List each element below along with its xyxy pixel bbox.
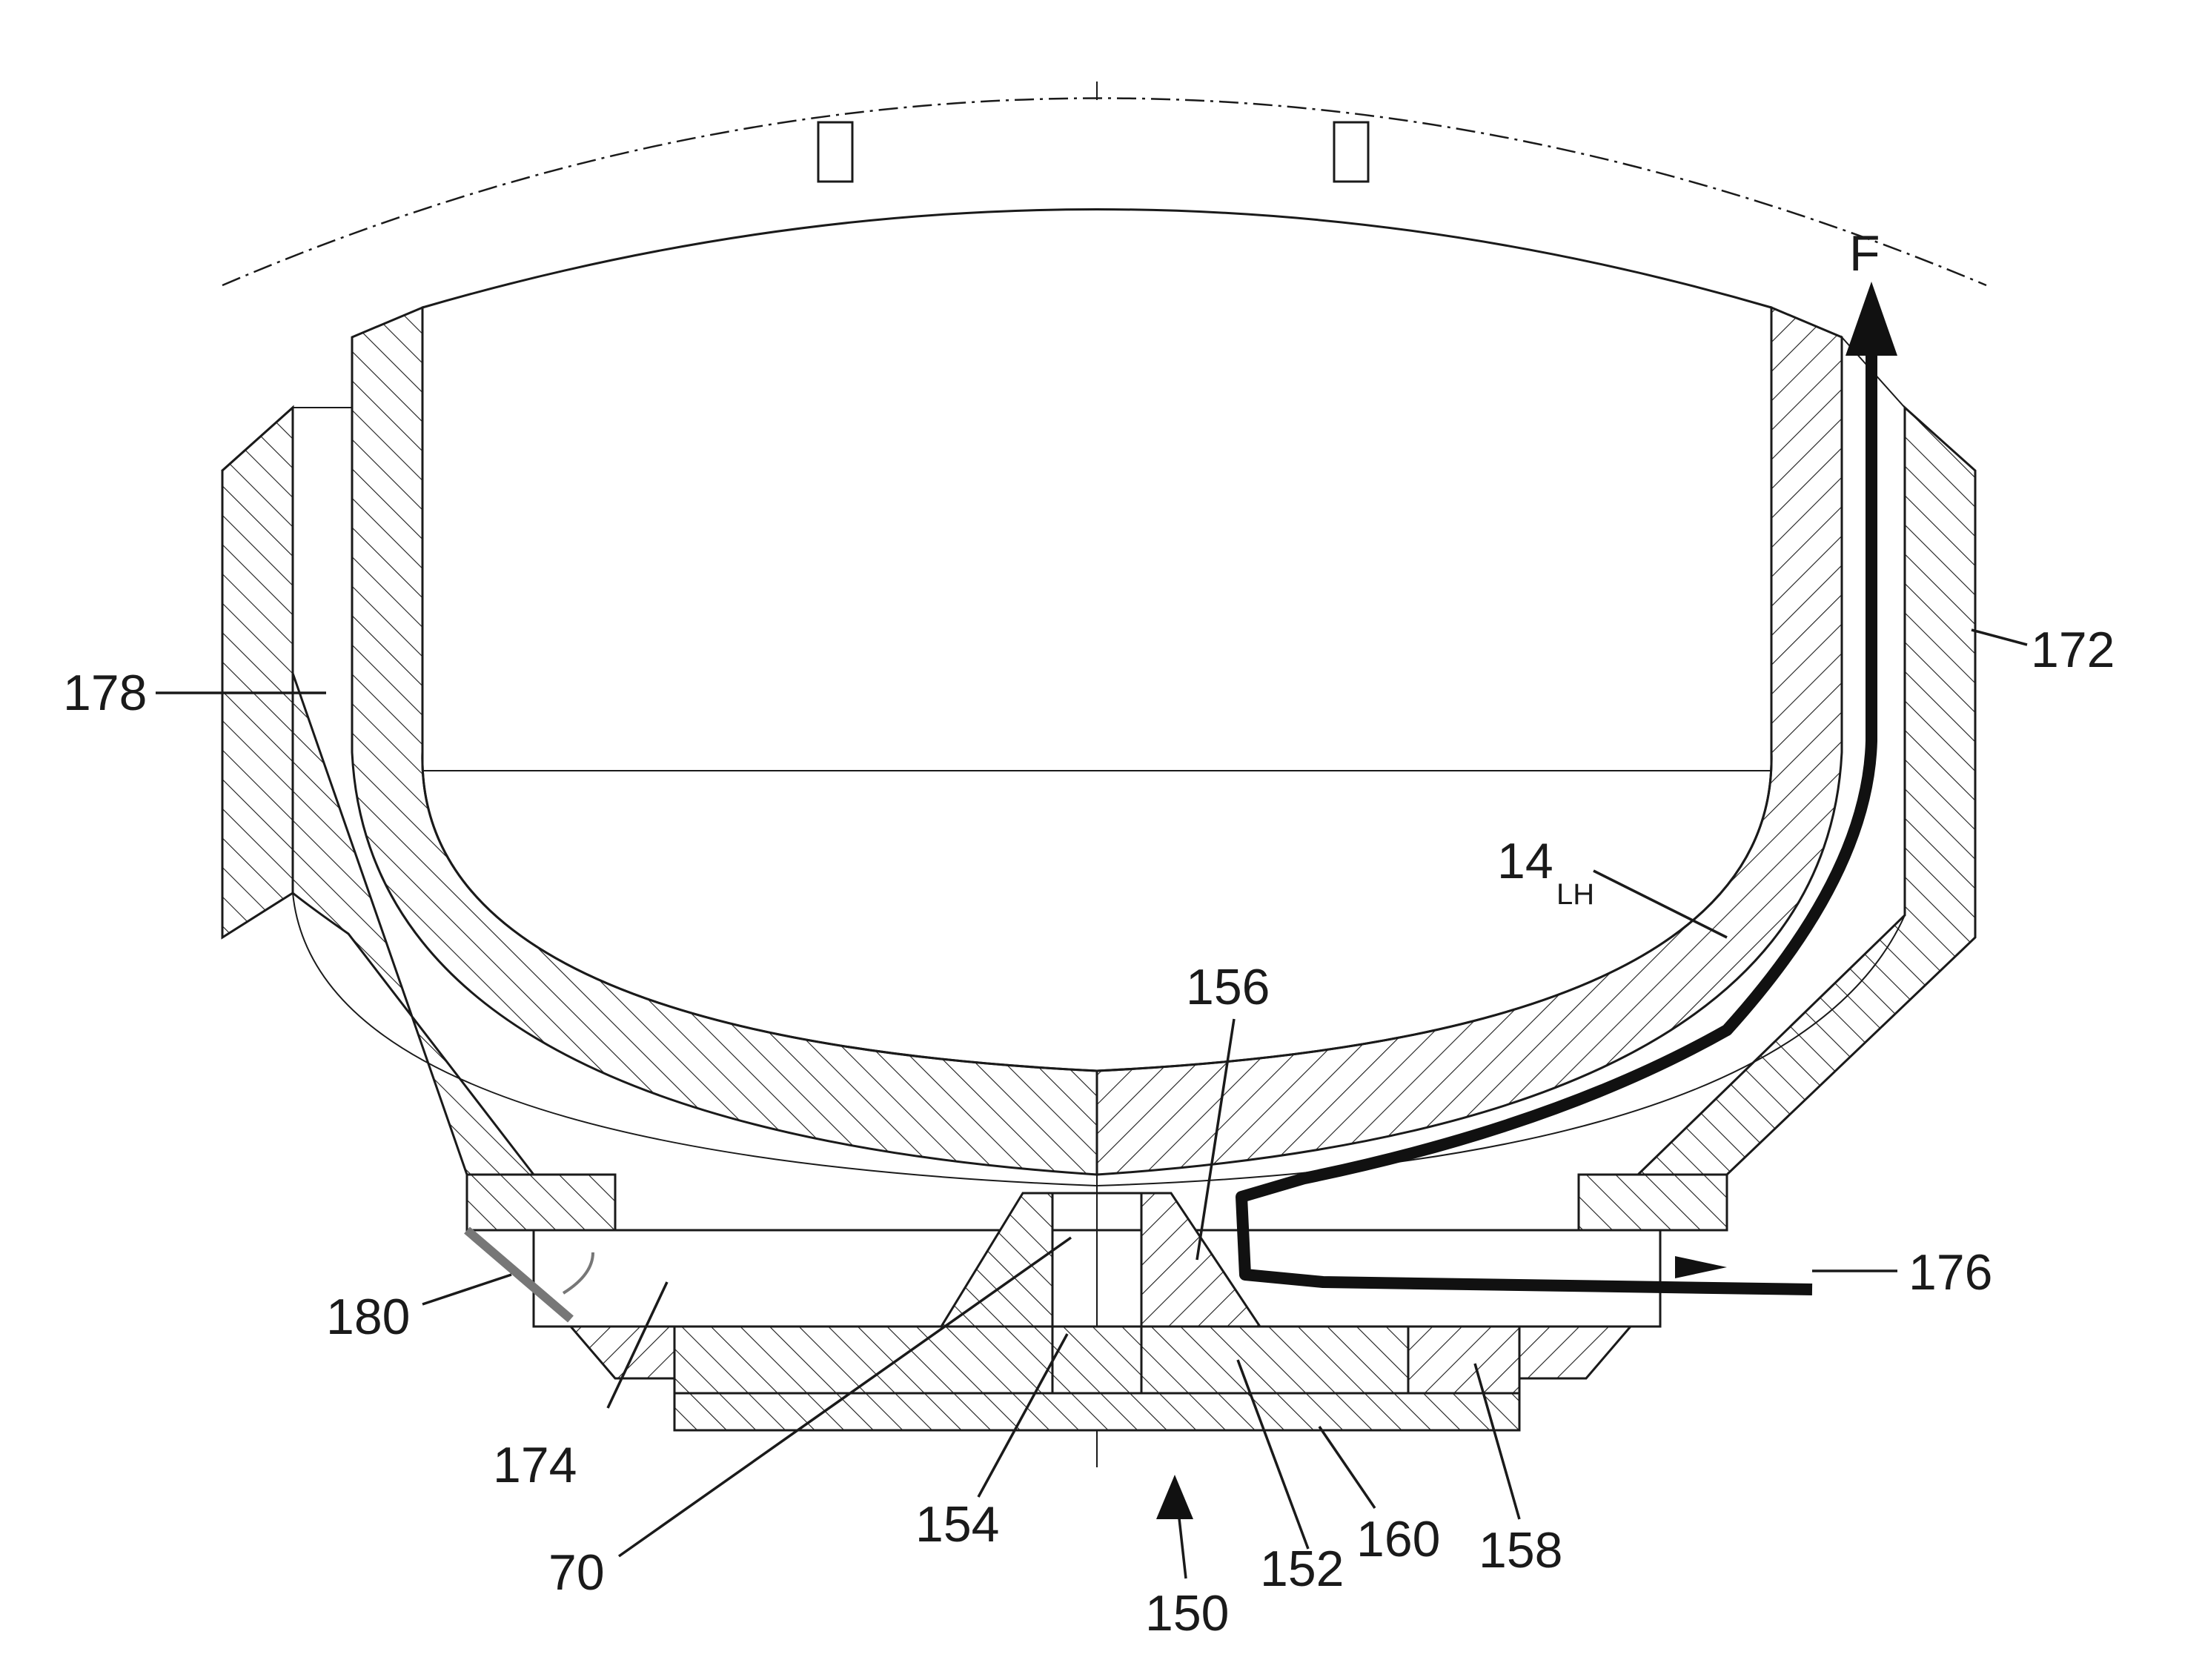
label-152: 152	[1260, 1541, 1344, 1597]
edge-hatch-left	[571, 1327, 674, 1378]
flow-arrowhead-icon	[1845, 282, 1897, 356]
label-70: 70	[548, 1544, 605, 1601]
upper-dome-outline	[222, 99, 1986, 286]
left-outer-wall	[222, 408, 293, 937]
label-150: 150	[1145, 1585, 1229, 1641]
label-172: 172	[2031, 622, 2115, 678]
leader-180	[422, 1275, 511, 1304]
inner-tank-wall-right	[1097, 308, 1842, 1175]
top-lug-left	[818, 122, 852, 182]
label-174: 174	[493, 1437, 577, 1493]
label-156: 156	[1186, 959, 1270, 1015]
leader-160	[1319, 1427, 1375, 1508]
label-160: 160	[1356, 1511, 1440, 1567]
label-158: 158	[1479, 1522, 1562, 1578]
inner-tank-wall-left	[352, 308, 1097, 1175]
leader-14	[1594, 871, 1727, 937]
base-plate-160	[674, 1393, 1519, 1430]
edge-hatch-right	[1519, 1327, 1631, 1378]
leader-172	[1971, 630, 2027, 645]
label-14-subscript: LH	[1556, 878, 1594, 911]
lower-block-152	[674, 1327, 1519, 1393]
bottom-flange-right	[1579, 1175, 1727, 1230]
label-178: 178	[63, 665, 147, 721]
label-flow-F: F	[1849, 225, 1880, 282]
bottom-flange-left	[467, 1175, 615, 1230]
inner-tank-cavity	[422, 210, 1771, 1072]
label-180: 180	[326, 1289, 410, 1345]
label-14: 14	[1497, 833, 1553, 889]
top-lug-right	[1334, 122, 1368, 182]
cone-156-left	[941, 1193, 1052, 1327]
valve-flap-180	[467, 1230, 571, 1319]
valve-arrow-icon	[563, 1252, 593, 1293]
label-154: 154	[915, 1496, 999, 1553]
leader-150	[1178, 1512, 1186, 1578]
inlet-arrowhead-icon	[1675, 1256, 1727, 1278]
label-176: 176	[1908, 1244, 1992, 1301]
leader-150-arrowhead-icon	[1156, 1475, 1193, 1519]
lower-block-158	[1408, 1327, 1519, 1393]
